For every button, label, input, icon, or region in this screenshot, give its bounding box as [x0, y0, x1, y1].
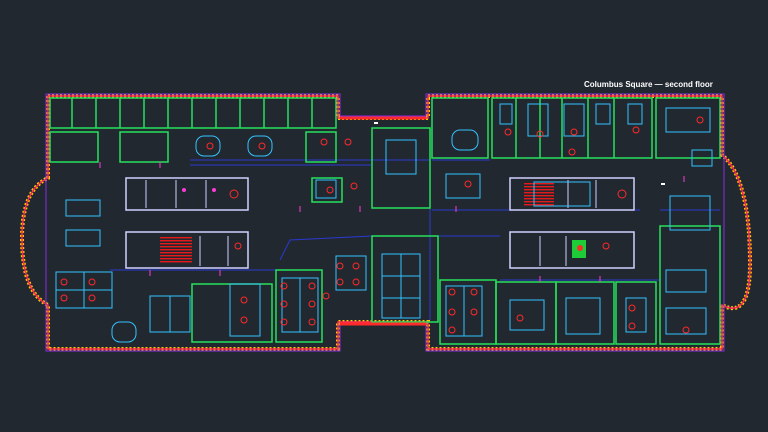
corridor-lines [110, 159, 720, 320]
core-left [125, 177, 249, 269]
core-right [509, 177, 635, 269]
window-bands [340, 116, 426, 326]
furniture [55, 103, 713, 343]
room-partitions [49, 97, 721, 345]
wall-tick-marks [99, 162, 685, 282]
room-tag [661, 183, 665, 185]
outer-wall [19, 93, 753, 352]
drawing-title: Columbus Square — second floor [584, 80, 713, 89]
room-tag [374, 122, 378, 124]
chair-markers [60, 116, 704, 334]
